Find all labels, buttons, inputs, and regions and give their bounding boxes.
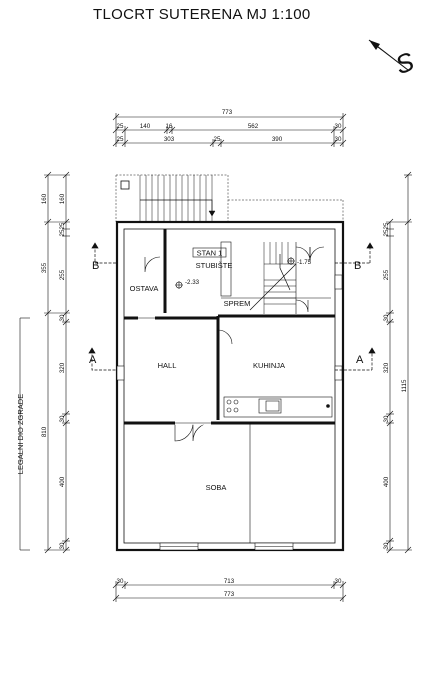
dim-bottom-713: 713 — [224, 578, 235, 585]
dim-right-30b: 30 — [383, 415, 390, 422]
drawing-title-text: TLOCRT SUTERENA MJ 1:100 — [93, 6, 311, 23]
outdoor-stairs — [115, 174, 344, 223]
north-label: S — [391, 46, 418, 80]
dim-left-25a: 25 — [59, 222, 66, 229]
dim-left-25b: 25 — [59, 229, 66, 236]
label-sprem: SPREM — [224, 299, 251, 308]
walls — [115, 220, 345, 552]
section-a-right: A — [356, 354, 364, 366]
dim-top3-b: 303 — [164, 136, 175, 143]
dim-bottom-30b: 30 — [335, 578, 342, 585]
dim-left-30b: 30 — [59, 415, 66, 422]
dim-left-mid-160: 160 — [41, 193, 48, 204]
section-lines — [88, 242, 376, 371]
dim-left-160: 160 — [59, 193, 66, 204]
dim-top2-c: 16 — [166, 123, 173, 130]
left-dimensions — [19, 171, 70, 554]
dim-right-320: 320 — [383, 362, 390, 373]
dim-top2-e: 30 — [335, 123, 342, 130]
dim-left-320: 320 — [59, 362, 66, 373]
dim-top-total: 773 — [222, 109, 233, 116]
dim-top3-a: 25 — [117, 136, 124, 143]
kitchen-counter — [223, 396, 333, 418]
dim-bottom-773: 773 — [224, 591, 235, 598]
section-b-left: B — [92, 260, 99, 272]
dim-left-255: 255 — [59, 269, 66, 280]
stan-label-box — [192, 247, 227, 258]
bottom-dimensions — [112, 581, 347, 602]
label-hall: HALL — [158, 361, 177, 370]
label-soba: SOBA — [206, 483, 227, 492]
dim-top2-a: 25 — [117, 123, 124, 130]
label-stan: STAN 1 — [197, 249, 223, 258]
side-label: LEGALNI DIO ZGRADE — [16, 394, 25, 474]
label-stubiste: STUBIŠTE — [196, 261, 233, 270]
dim-top2-d: 562 — [248, 123, 259, 130]
level-right: -1.75 — [297, 259, 312, 266]
dim-left-mid-355: 355 — [41, 262, 48, 273]
dim-top2-b: 140 — [140, 123, 151, 130]
level-markers — [175, 257, 295, 289]
top-dimensions — [112, 113, 347, 147]
dim-left-400: 400 — [59, 476, 66, 487]
dim-top3-e: 30 — [335, 136, 342, 143]
dim-right-1115: 1115 — [401, 379, 408, 392]
dim-right-25b: 25 — [383, 229, 390, 236]
dim-top3-c: 25 — [214, 136, 221, 143]
section-b-right: B — [354, 260, 361, 272]
dim-left-30c: 30 — [59, 542, 66, 549]
windows — [116, 274, 343, 551]
level-stair: -2.33 — [185, 279, 200, 286]
label-kuhinja: KUHINJA — [253, 361, 285, 370]
north-arrow: S — [368, 39, 418, 80]
dim-right-25a: 25 — [383, 222, 390, 229]
dim-bottom-30a: 30 — [117, 578, 124, 585]
dim-left-30a: 30 — [59, 314, 66, 321]
dim-right-400: 400 — [383, 476, 390, 487]
section-a-left: A — [89, 354, 97, 366]
doors — [138, 246, 325, 442]
right-dimensions — [386, 171, 412, 554]
dim-right-30c: 30 — [383, 542, 390, 549]
dim-left-810: 810 — [41, 426, 48, 437]
label-ostava: OSTAVA — [130, 284, 159, 293]
dim-right-30a: 30 — [383, 314, 390, 321]
inner-stairs — [249, 242, 297, 314]
dim-top3-d: 390 — [272, 136, 283, 143]
dim-right-255: 255 — [383, 269, 390, 280]
